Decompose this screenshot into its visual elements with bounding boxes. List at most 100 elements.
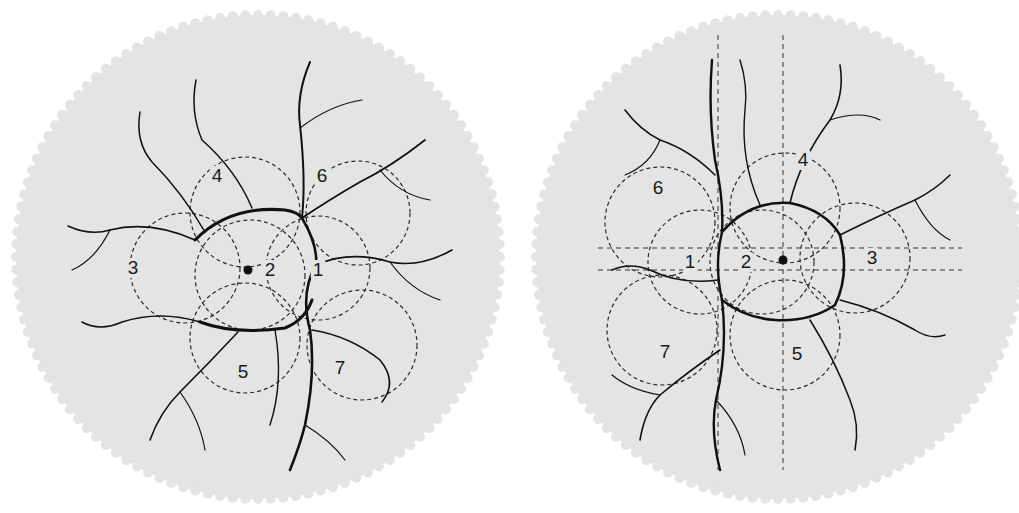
plate-edge — [961, 100, 971, 110]
plate-edge — [539, 189, 549, 199]
plate-edge — [266, 494, 276, 504]
callout-number: 1 — [683, 252, 698, 272]
plate-edge — [495, 265, 505, 275]
plate-edge — [203, 15, 213, 25]
callout-number: 3 — [865, 248, 880, 268]
plate-edge — [82, 423, 92, 433]
plate-edge — [1007, 189, 1017, 199]
plate-edge — [240, 10, 250, 20]
plate-edge — [1015, 265, 1019, 275]
plate-edge — [539, 315, 549, 325]
plate-edge — [483, 177, 493, 187]
plate-edge — [983, 373, 993, 383]
plate-edge — [663, 36, 673, 46]
plate-edge — [994, 154, 1004, 164]
plate-edge — [735, 491, 745, 501]
plate-edge — [487, 189, 497, 199]
plate-edge — [989, 142, 999, 152]
plate-edge — [773, 494, 783, 504]
plate-edge — [915, 448, 925, 458]
plate-edge — [698, 22, 708, 32]
callout-number: 7 — [333, 358, 348, 378]
plate-edge — [871, 473, 881, 483]
plate-edge — [495, 239, 505, 249]
plate-edge — [469, 362, 479, 372]
plate-edge — [316, 18, 326, 28]
plate-edge — [316, 486, 326, 496]
plate-edge — [602, 81, 612, 91]
plate-edge — [536, 302, 546, 312]
hyphae-right — [612, 60, 950, 470]
plate-edge — [12, 277, 22, 287]
plate-edge — [11, 239, 21, 249]
plate-edge — [1014, 277, 1019, 287]
plate-edge — [155, 31, 165, 41]
plate-edge — [1012, 214, 1019, 224]
plate-edge — [935, 72, 945, 82]
plate-edge — [836, 486, 846, 496]
plate-edge — [479, 165, 489, 175]
plate-edge — [577, 110, 587, 120]
plate-edge — [534, 290, 544, 300]
plate-edge — [531, 252, 541, 262]
plate-edge — [351, 473, 361, 483]
plate-edge — [111, 448, 121, 458]
plate-edge — [121, 49, 131, 59]
plate-edge — [19, 315, 29, 325]
hyphae-left — [68, 62, 452, 470]
plate-edge — [253, 494, 263, 504]
plate-edge — [474, 350, 484, 360]
plate-edge — [631, 448, 641, 458]
plate-edge — [374, 462, 384, 472]
plate-edge — [328, 482, 338, 492]
plate-edge — [836, 18, 846, 28]
plate-edge — [483, 327, 493, 337]
plate-edge — [811, 491, 821, 501]
callout-number: 2 — [739, 252, 754, 272]
plate-edge — [57, 394, 67, 404]
plate-edge — [944, 423, 954, 433]
plate-edge — [395, 448, 405, 458]
plate-edge — [143, 468, 153, 478]
plate-edge — [641, 49, 651, 59]
plate-edge — [760, 494, 770, 504]
plate-edge — [50, 384, 60, 394]
plate-edge — [203, 489, 213, 499]
plate-edge — [563, 373, 573, 383]
plate-edge — [303, 15, 313, 25]
plate-edge — [178, 22, 188, 32]
callout-number: 6 — [315, 166, 330, 186]
plate-edge — [82, 81, 92, 91]
plate-edge — [953, 90, 963, 100]
plate-edge — [773, 10, 783, 20]
plate-edge — [166, 478, 176, 488]
plate-edge — [433, 414, 443, 424]
plate-edge — [166, 26, 176, 36]
plate-edge — [675, 31, 685, 41]
plate-edge — [621, 440, 631, 450]
plate-edge — [328, 22, 338, 32]
plate-edge — [278, 11, 288, 21]
plate-edge — [91, 72, 101, 82]
plate-edge — [91, 432, 101, 442]
plate-edge — [27, 165, 37, 175]
plate-edge — [490, 302, 500, 312]
callout-number: 4 — [796, 150, 811, 170]
plate-edge — [14, 214, 24, 224]
plate-edge — [37, 362, 47, 372]
plate-edge — [441, 100, 451, 110]
plate-edge — [999, 339, 1009, 349]
plate-edge — [961, 404, 971, 414]
plate-edge — [65, 404, 75, 414]
plate-edge — [531, 265, 541, 275]
plate-edge — [155, 473, 165, 483]
plate-edge — [1015, 239, 1019, 249]
plate-edge — [723, 15, 733, 25]
plate-edge — [577, 394, 587, 404]
plate-edge — [994, 350, 1004, 360]
plate-edge — [621, 64, 631, 74]
plate-edge — [132, 462, 142, 472]
plate-edge — [1014, 227, 1019, 237]
plate-edge — [14, 290, 24, 300]
plate-edge — [278, 493, 288, 503]
